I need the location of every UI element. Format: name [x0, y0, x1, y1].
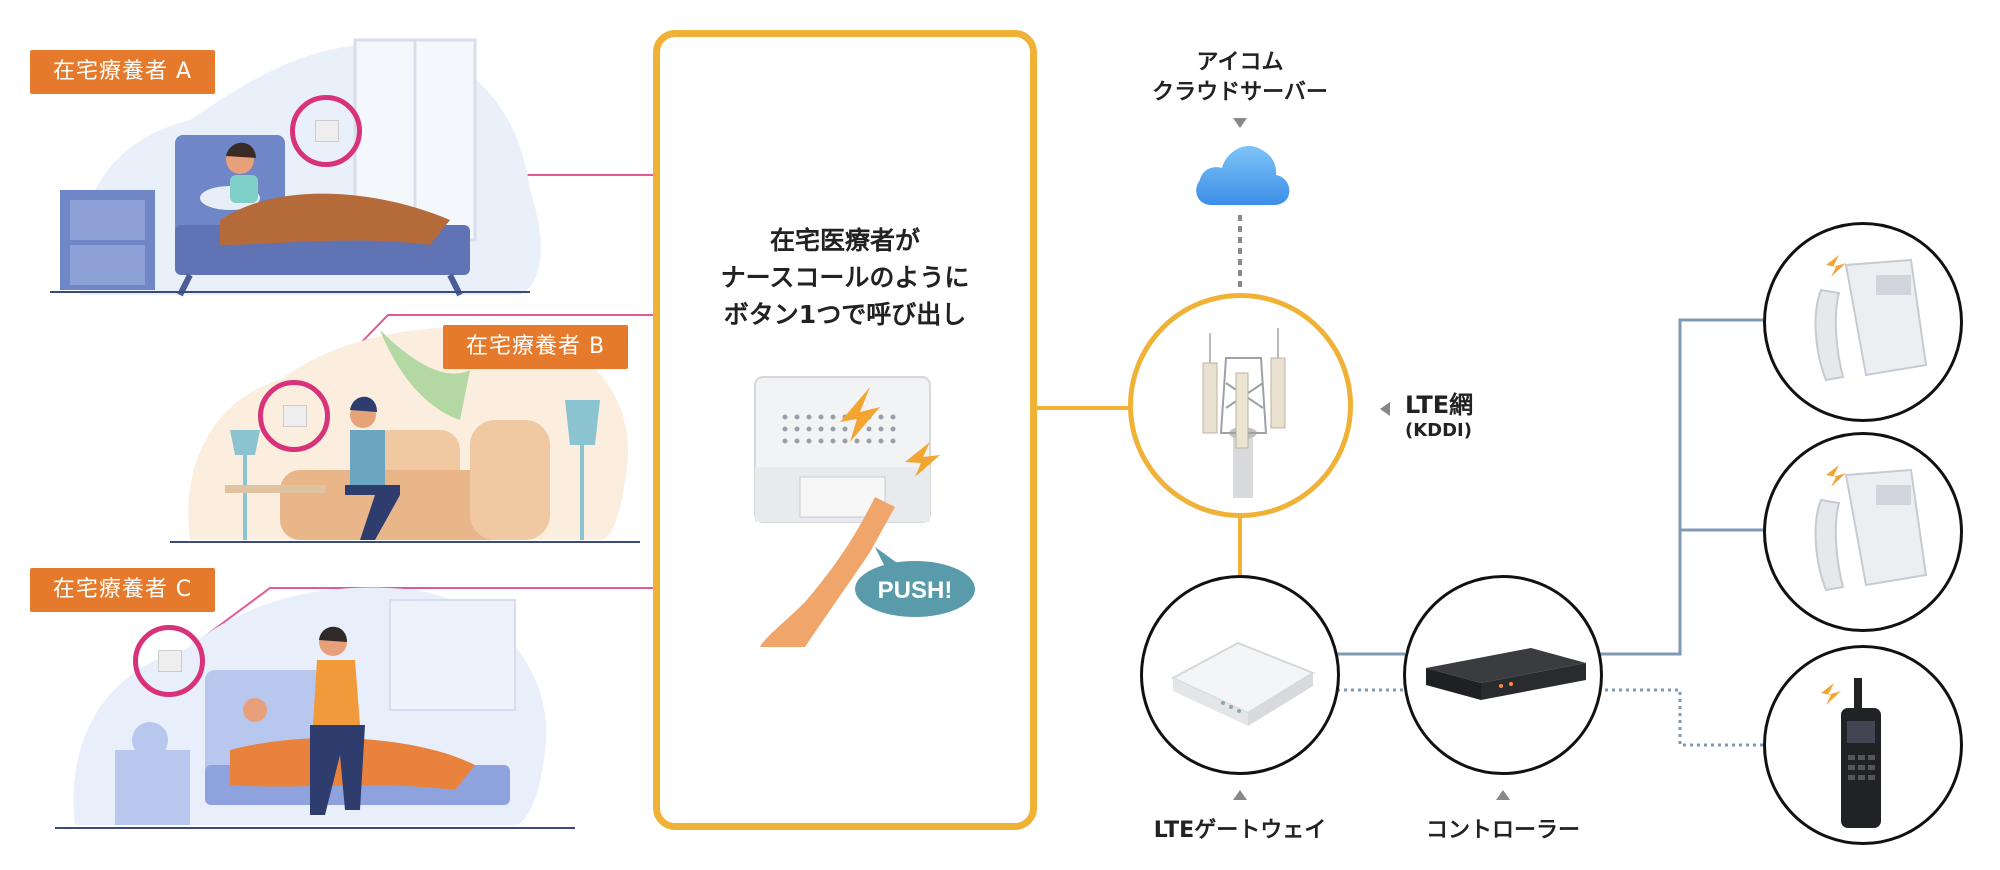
patient-b-device-ring: [258, 380, 330, 452]
lte-gateway-circle: [1140, 575, 1340, 775]
lte-tower-circle: [1128, 293, 1353, 518]
patient-c-device-ring: [133, 625, 205, 697]
lte-arrow-icon: [1380, 402, 1390, 416]
cloud-arrow-icon: [1233, 118, 1247, 128]
lte-network-label: LTE網 (KDDI): [1405, 385, 1473, 441]
radio-transceiver-icon: [1821, 678, 1881, 828]
gateway-label: LTEゲートウェイ: [1153, 818, 1327, 843]
antenna-tower-icon: [1202, 328, 1286, 498]
lte-label-line-2: (KDDI): [1405, 420, 1472, 441]
patient-c-tag: 在宅療養者 C: [30, 568, 215, 612]
patient-a-scene: [50, 38, 541, 297]
radio-transceiver-circle: [1763, 645, 1963, 845]
headline-line-2: ナースコールのように: [720, 263, 970, 292]
lte-label-line-1: LTE網: [1405, 391, 1474, 419]
headline-line-1: 在宅医療者が: [769, 226, 920, 255]
patient-a-tag: 在宅療養者 A: [30, 50, 215, 94]
controller-phone-line: [1598, 318, 1763, 656]
patient-a-device-ring: [290, 95, 362, 167]
controller-radio-line: [1598, 688, 1763, 747]
controller-device-icon: [1426, 648, 1586, 700]
cloud-icon: [1196, 146, 1290, 205]
push-bubble-label: PUSH!: [877, 577, 953, 604]
cloud-label-line-2: クラウドサーバー: [1152, 80, 1328, 105]
controller-circle: [1403, 575, 1603, 775]
ip-phone-1-circle: [1763, 222, 1963, 422]
gateway-device-icon: [1170, 641, 1316, 726]
nurse-call-panel: 在宅医療者が ナースコールのように ボタン1つで呼び出し PUSH!: [653, 30, 1037, 830]
patient-b-device-icon: [283, 405, 307, 427]
headline-line-3: ボタン1つで呼び出し: [723, 300, 967, 329]
patient-c-device-icon: [158, 650, 182, 672]
patient-c-connector: [199, 587, 653, 641]
ip-phone-1-icon: [1814, 255, 1928, 382]
controller-label: コントローラー: [1425, 818, 1580, 843]
nurse-call-headline: 在宅医療者が ナースコールのように ボタン1つで呼び出し: [660, 222, 1030, 333]
cloud-server-label: アイコム クラウドサーバー: [1130, 48, 1350, 108]
patient-b-tag: 在宅療養者 B: [443, 325, 628, 369]
call-device-illustration: [754, 376, 975, 647]
patient-a-device-icon: [315, 120, 339, 142]
ip-phone-2-circle: [1763, 432, 1963, 632]
gateway-arrow-icon: [1233, 790, 1247, 800]
controller-arrow-icon: [1496, 790, 1510, 800]
ip-phone-2-icon: [1814, 465, 1928, 592]
cloud-label-line-1: アイコム: [1196, 50, 1284, 75]
